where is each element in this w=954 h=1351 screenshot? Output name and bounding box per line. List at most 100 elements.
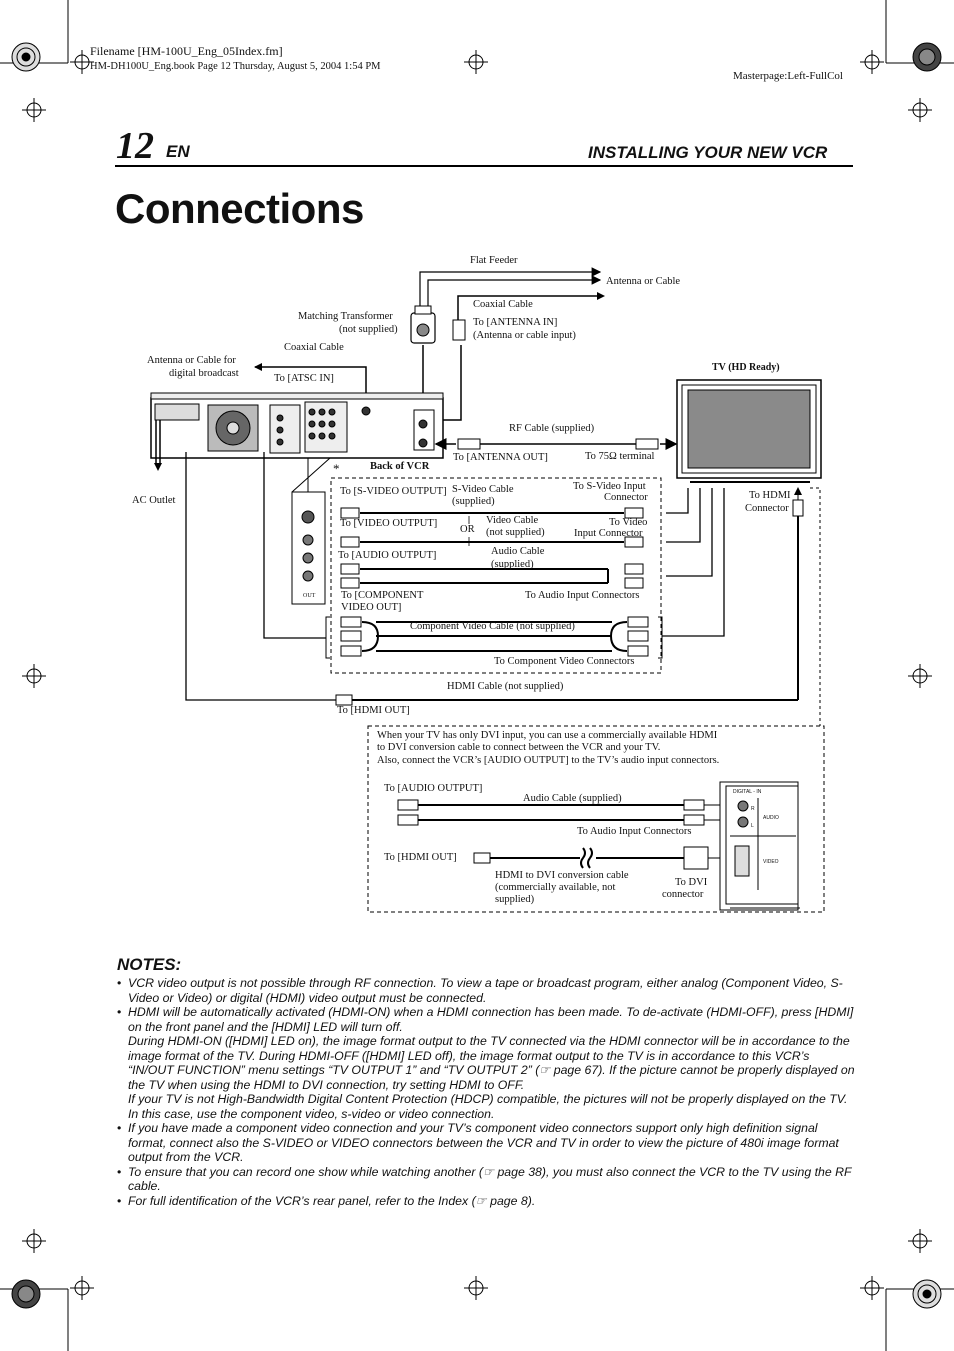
audio-plug-icon [340,563,360,575]
filename-line: Filename [HM-100U_Eng_05Index.fm] [90,44,283,58]
coaxial-cable-label: Coaxial Cable [473,299,533,310]
component-plug-icon [340,645,362,657]
panel-l-label: L [751,823,754,829]
note-item: To ensure that you can record one show w… [117,1165,856,1194]
conversion-cable-label: HDMI to DVI conversion cable [495,870,629,881]
to-hdmi-connector-label: To HDMI [749,490,791,501]
audio-cable-label: Audio Cable [491,546,545,557]
dvi-audio-cable-label: Audio Cable (supplied) [523,793,622,804]
coaxial-cable-top [422,295,600,421]
to-component-label-2: VIDEO OUT] [341,602,402,613]
component-plug-icon [627,630,649,642]
to-dvi-label-2: connector [662,889,704,900]
s-video-supplied-label: (supplied) [452,496,495,507]
header-rule [115,165,853,167]
rf-cable-label: RF Cable (supplied) [509,423,595,434]
hdmi-plug-icon [473,852,491,864]
hdmi-plug-icon [335,694,353,706]
component-cable-label: Component Video Cable (not supplied) [410,621,575,632]
connection-diagram [150,267,822,726]
front-output-panel [291,491,326,605]
registration-target-tl [11,42,41,72]
ac-power-cord [155,420,161,464]
antenna-or-cable-label: Antenna or Cable [606,276,681,287]
to-hdmi-connector-label-2: Connector [745,503,789,514]
conversion-cable-label-3: supplied) [495,894,535,905]
note-item: If you have made a component video conne… [117,1121,856,1165]
hdmi-plug-tv-icon [792,499,804,517]
rf-plug-left-icon [457,438,481,450]
not-supplied-label: (not supplied) [339,324,398,335]
to-dvi-label: To DVI [675,877,708,888]
coaxial-cable-atsc-label: Coaxial Cable [284,342,344,353]
video-plug-left-icon [340,536,360,548]
component-plug-icon [340,630,362,642]
note-item: VCR video output is not possible through… [117,976,856,1005]
s-video-cable-label: S-Video Cable [452,484,514,495]
to-s-video-input-label-2: Connector [604,492,648,503]
back-of-vcr-label: Back of VCR [370,461,430,472]
notes-list: VCR video output is not possible through… [116,976,856,1208]
note-item: HDMI will be automatically activated (HD… [117,1005,856,1121]
dvi-note-3: Also, connect the VCR’s [AUDIO OUTPUT] t… [377,755,720,766]
ac-outlet-label: AC Outlet [132,495,176,506]
s-video-plug-left-icon [340,507,360,519]
antenna-input-label: (Antenna or cable input) [473,330,576,341]
coax-plug-icon [452,319,466,341]
video-cable-label: Video Cable [486,515,539,526]
dvi-plug-icon [683,846,709,870]
hdmi-cable-label: HDMI Cable (not supplied) [447,681,564,692]
to-antenna-in-label: To [ANTENNA IN] [473,317,558,328]
dvi-note-1: When your TV has only DVI input, you can… [377,730,718,741]
to-75-terminal-label: To 75Ω terminal [585,451,655,462]
registration-target-br [912,1279,942,1309]
dvi-to-audio-input-label: To Audio Input Connectors [577,826,692,837]
audio-plug-icon [340,577,360,589]
page-lang: EN [166,142,190,161]
conversion-cable-label-2: (commercially available, not [495,882,616,893]
crosshair-marks [22,50,932,1300]
signal-lines [185,452,336,701]
to-video-input-label-2: Input Connector [574,528,643,539]
dvi-audio-cable [418,804,684,821]
audio-plug-icon [683,799,705,811]
audio-plug-icon [624,563,644,575]
tv-label: TV (HD Ready) [712,362,780,373]
notes-heading: NOTES: [117,955,182,974]
to-antenna-out-label: To [ANTENNA OUT] [453,452,548,463]
panel-video-label: VIDEO [763,859,779,865]
to-s-video-output-label: To [S-VIDEO OUTPUT] [340,486,447,497]
to-video-output-label: To [VIDEO OUTPUT] [340,518,438,529]
hdmi-dvi-cable [490,847,684,869]
panel-audio-label: AUDIO [763,815,779,821]
flat-feeder-label: Flat Feeder [470,255,518,266]
to-hdmi-out-label: To [HDMI OUT] [337,705,410,716]
section-title: INSTALLING YOUR NEW VCR [588,143,828,162]
hdmi-cable [352,516,799,701]
dvi-to-hdmi-out-label: To [HDMI OUT] [384,852,457,863]
audio-plug-icon [683,814,705,826]
dvi-diagram [367,725,825,913]
audio-plug-icon [624,577,644,589]
panel-r-label: R [751,806,755,812]
to-audio-output-label: To [AUDIO OUTPUT] [338,550,437,561]
to-video-input-label: To Video [609,517,648,528]
component-plug-icon [627,616,649,628]
book-line: HM-DH100U_Eng.book Page 12 Thursday, Aug… [90,61,381,72]
to-audio-input-label: To Audio Input Connectors [525,590,640,601]
masterpage-line: Masterpage:Left-FullCol [733,70,843,82]
audio-plug-icon [397,814,419,826]
audio-plug-icon [397,799,419,811]
audio-cable [360,568,609,584]
component-plug-icon [627,645,649,657]
dvi-to-audio-output-label: To [AUDIO OUTPUT] [384,783,483,794]
rf-plug-right-icon [635,438,659,450]
registration-target-bl [11,1279,41,1309]
matching-transformer-label: Matching Transformer [298,311,393,322]
component-plug-icon [340,616,362,628]
page-number: 12 [116,125,154,167]
video-cable-not-supplied-label: (not supplied) [486,527,545,538]
tv-hd-ready [676,379,822,483]
coaxial-cable-atsc [255,366,367,405]
